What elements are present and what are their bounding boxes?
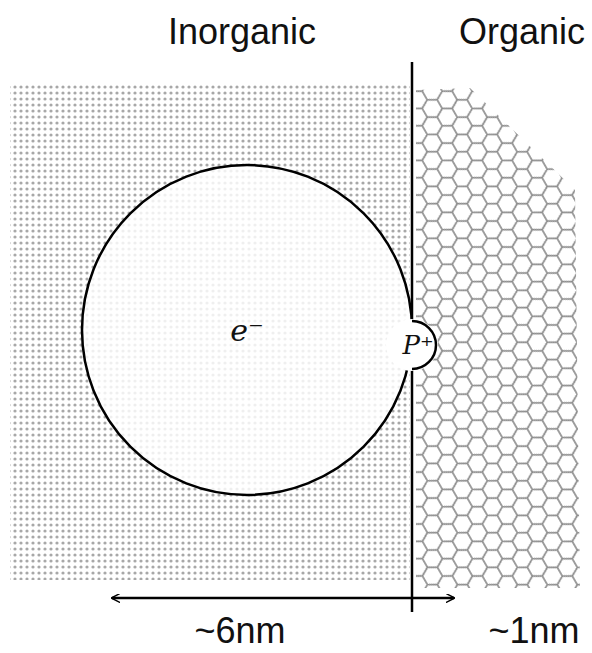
charge-label: e⁻ [230, 313, 264, 348]
charge-label: P⁺ [402, 330, 433, 360]
polaron-cloud: P⁺ [388, 321, 438, 369]
region-label: Inorganic [168, 12, 316, 52]
dimension-arrow [112, 597, 454, 600]
dimension-label: ~6nm [194, 611, 285, 651]
dimension-label: ~1nm [488, 611, 579, 651]
electron-cloud: e⁻ [82, 165, 412, 495]
polaron-ground [386, 319, 438, 371]
organic-molecules [416, 88, 580, 588]
electron-outline [82, 165, 412, 495]
region-label: Organic [459, 12, 585, 52]
